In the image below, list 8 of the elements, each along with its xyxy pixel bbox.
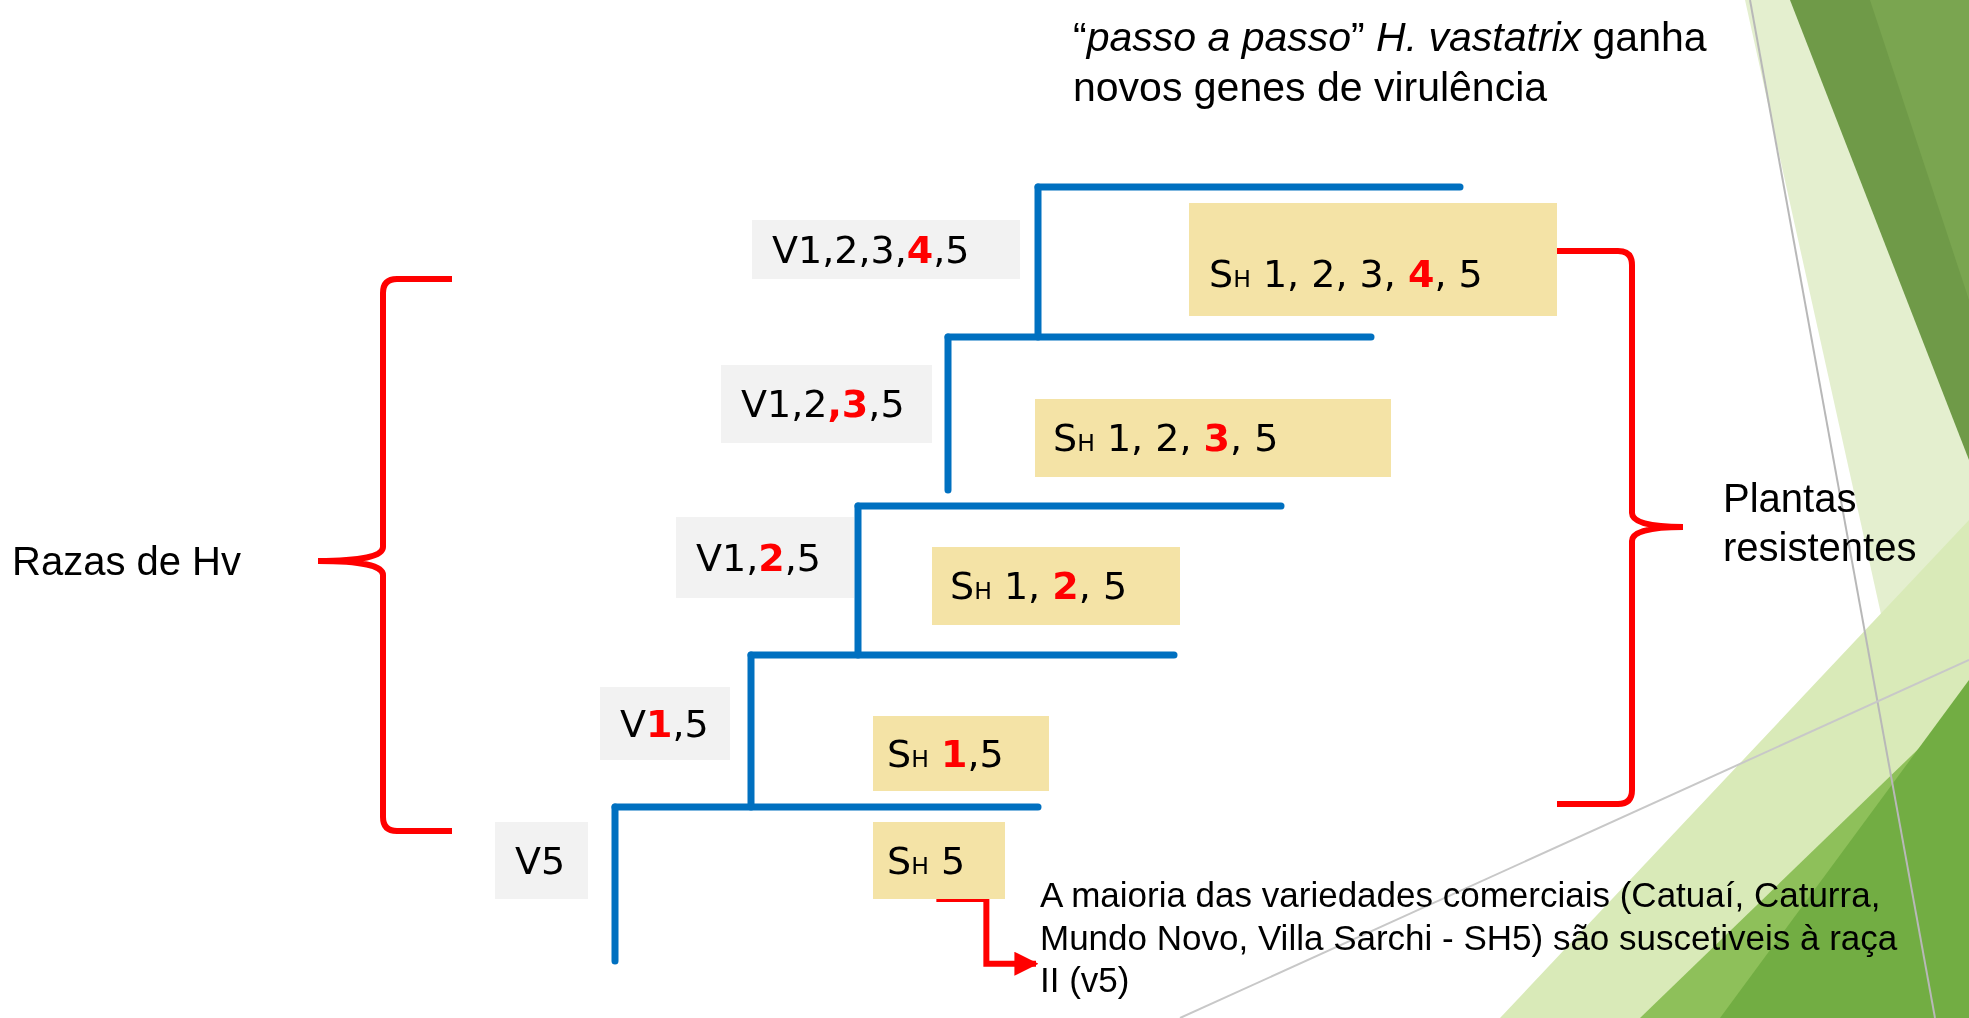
race-label: V1,2,5	[676, 517, 854, 598]
note-text: Plantas resistentes	[1723, 474, 1963, 572]
race-label: V1,2,3,4,5	[752, 220, 1020, 279]
race-label: V5	[495, 822, 588, 899]
note-text: Razas de Hv	[12, 537, 292, 586]
race-label: V1,5	[600, 687, 730, 760]
title: “passo a passo” H. vastatrix ganha novos genes de virulência	[1073, 13, 1708, 112]
race-label: V1,2,3,5	[721, 365, 932, 443]
